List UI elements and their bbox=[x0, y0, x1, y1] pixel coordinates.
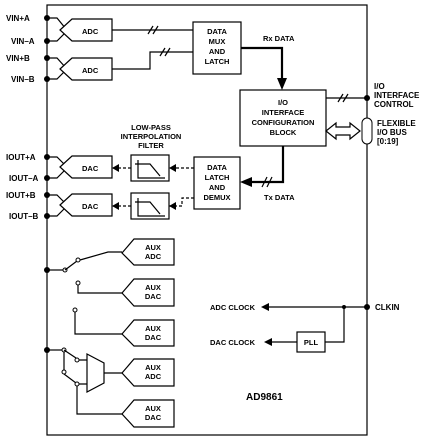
svg-text:ADC: ADC bbox=[145, 252, 162, 261]
svg-text:ADC: ADC bbox=[145, 372, 162, 381]
data-mux-latch-block: DATA MUX AND LATCH bbox=[192, 21, 242, 75]
aux-upper-switch bbox=[47, 251, 122, 294]
svg-text:CONFIGURATION: CONFIGURATION bbox=[252, 118, 315, 127]
svg-text:AUX: AUX bbox=[145, 324, 161, 333]
svg-text:AUX: AUX bbox=[145, 363, 161, 372]
svg-text:DAC: DAC bbox=[145, 292, 162, 301]
dac-b: DAC bbox=[47, 193, 131, 217]
adc-a-label: ADC bbox=[82, 27, 99, 36]
rx-data-label: Rx DATA bbox=[263, 34, 295, 43]
io-config-block: I/O INTERFACE CONFIGURATION BLOCK bbox=[239, 89, 327, 147]
lpf-a bbox=[130, 154, 194, 182]
lpf-b bbox=[130, 192, 194, 220]
aux-dac-1: AUX DAC bbox=[121, 278, 175, 307]
svg-text:[0:19]: [0:19] bbox=[377, 137, 399, 146]
pin-flexible-io-bus: FLEXIBLE bbox=[377, 119, 416, 128]
svg-text:INTERFACE: INTERFACE bbox=[262, 108, 305, 117]
adc-clock-label: ADC CLOCK bbox=[210, 303, 256, 312]
aux-lower-mux bbox=[47, 347, 122, 415]
rx-data-path: Rx DATA bbox=[241, 34, 295, 90]
svg-text:I/O: I/O bbox=[278, 98, 288, 107]
pin-vin-minus-a: VIN–A bbox=[11, 37, 35, 46]
part-number: AD9861 bbox=[246, 392, 283, 403]
tx-data-path: Tx DATA bbox=[240, 146, 295, 202]
flexible-io-bus: FLEXIBLE I/O BUS [0:19] bbox=[325, 117, 416, 146]
pin-iout-minus-a: IOUT–A bbox=[9, 174, 39, 183]
aux-dac-3: AUX DAC bbox=[121, 399, 175, 428]
io-interface-control-link: I/O INTERFACE CONTROL bbox=[326, 82, 420, 109]
dac-a-label: DAC bbox=[82, 164, 99, 173]
aux-adc-2: AUX ADC bbox=[121, 358, 175, 387]
adc-b: ADC bbox=[47, 47, 193, 81]
dac-clock-label: DAC CLOCK bbox=[210, 338, 256, 347]
svg-text:LATCH: LATCH bbox=[205, 57, 230, 66]
pin-iout-minus-b: IOUT–B bbox=[9, 212, 39, 221]
svg-text:FILTER: FILTER bbox=[138, 141, 164, 150]
pin-clkin: CLKIN bbox=[375, 303, 400, 312]
dac-b-label: DAC bbox=[82, 202, 99, 211]
svg-text:MUX: MUX bbox=[209, 37, 226, 46]
svg-text:LOW-PASS: LOW-PASS bbox=[131, 123, 171, 132]
tx-data-label: Tx DATA bbox=[264, 193, 295, 202]
svg-text:AUX: AUX bbox=[145, 404, 161, 413]
svg-text:DAC: DAC bbox=[145, 413, 162, 422]
svg-text:DATA: DATA bbox=[207, 27, 227, 36]
svg-text:AND: AND bbox=[209, 183, 226, 192]
pin-io-interface-control: I/O bbox=[374, 82, 385, 91]
svg-text:AUX: AUX bbox=[145, 283, 161, 292]
pin-iout-plus-b: IOUT+B bbox=[6, 191, 36, 200]
svg-text:LATCH: LATCH bbox=[205, 173, 230, 182]
svg-text:AND: AND bbox=[209, 47, 226, 56]
pin-vin-plus-a: VIN+A bbox=[6, 14, 30, 23]
pll-label: PLL bbox=[304, 338, 319, 347]
dac-a: DAC bbox=[47, 155, 131, 179]
clock-section: CLKIN ADC CLOCK PLL DAC CLOCK bbox=[210, 303, 400, 353]
svg-text:INTERPOLATION: INTERPOLATION bbox=[121, 132, 182, 141]
svg-text:I/O BUS: I/O BUS bbox=[377, 128, 407, 137]
pin-iout-plus-a: IOUT+A bbox=[6, 153, 36, 162]
svg-text:CONTROL: CONTROL bbox=[374, 100, 414, 109]
svg-text:AUX: AUX bbox=[145, 243, 161, 252]
aux-adc-1: AUX ADC bbox=[121, 238, 175, 266]
svg-text:INTERFACE: INTERFACE bbox=[374, 91, 420, 100]
svg-text:DAC: DAC bbox=[145, 333, 162, 342]
lpf-title: LOW-PASS INTERPOLATION FILTER bbox=[121, 123, 182, 150]
pin-vin-minus-b: VIN–B bbox=[11, 75, 35, 84]
pin-vin-plus-b: VIN+B bbox=[6, 54, 30, 63]
left-pins: VIN+A VIN–A VIN+B VIN–B IOUT+A IOUT–A IO… bbox=[6, 14, 50, 353]
adc-a: ADC bbox=[47, 17, 193, 42]
adc-b-label: ADC bbox=[82, 66, 99, 75]
data-latch-demux-block: DATA LATCH AND DEMUX bbox=[193, 156, 241, 210]
svg-text:DATA: DATA bbox=[207, 163, 227, 172]
svg-text:DEMUX: DEMUX bbox=[203, 193, 230, 202]
svg-text:BLOCK: BLOCK bbox=[270, 128, 297, 137]
aux-dac-2: AUX DAC bbox=[72, 307, 175, 347]
